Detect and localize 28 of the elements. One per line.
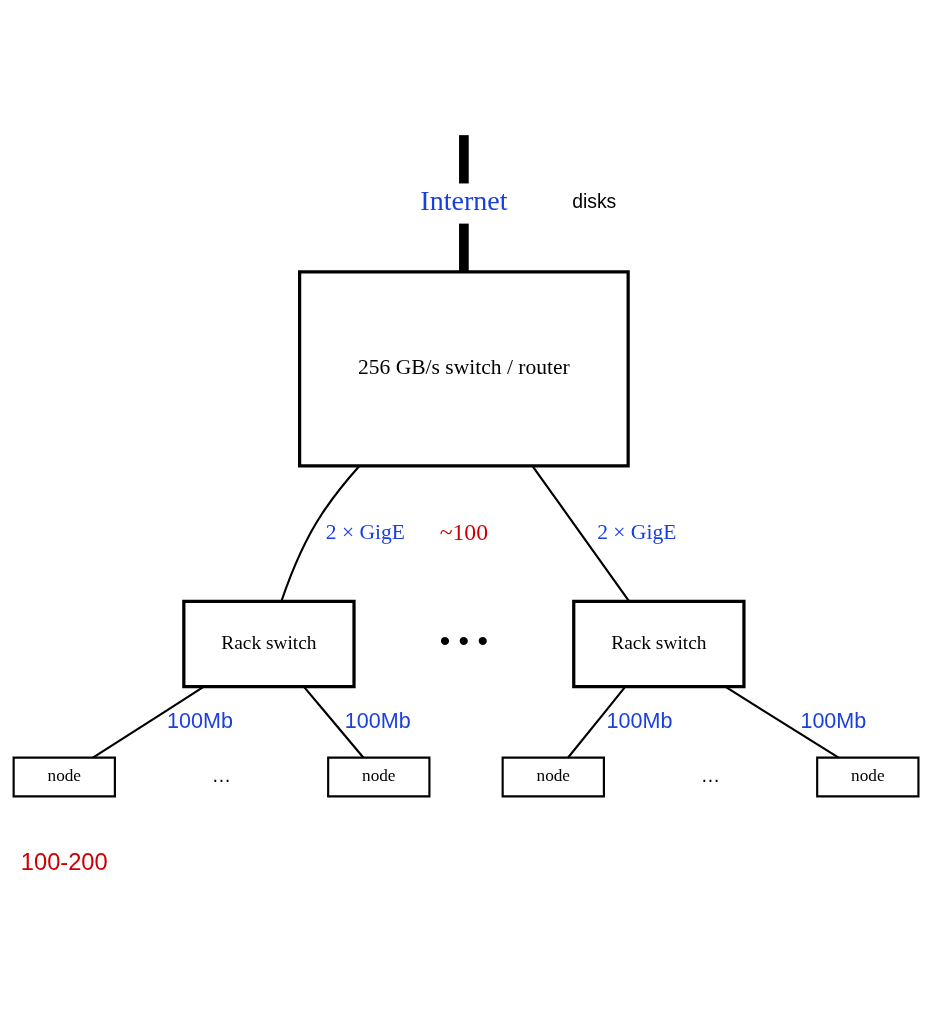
label: • • • (439, 623, 489, 657)
node-box: node (12, 756, 116, 797)
node-text: Internet (420, 184, 508, 216)
node-box: node (816, 756, 920, 797)
label: 100-200 (20, 848, 108, 875)
node-box: 256 GB/s switch / router (298, 269, 630, 467)
connector (459, 223, 469, 272)
connector (280, 464, 361, 602)
label: ~100 (439, 518, 489, 545)
connector (303, 685, 365, 758)
edge-label: 2 × GigE (597, 519, 677, 544)
node-box: Rack switch (182, 599, 356, 688)
connector (92, 685, 205, 759)
node-box: node (501, 756, 605, 797)
edge-label: 100Mb (344, 708, 411, 733)
edge-label: 100Mb (167, 708, 233, 733)
label: … (700, 763, 721, 786)
connector (459, 134, 469, 183)
connector (531, 464, 631, 602)
connector (567, 685, 626, 758)
node-box: node (327, 756, 431, 797)
label: disks (572, 189, 617, 212)
edge-label: 2 × GigE (325, 519, 405, 544)
edge-label: 100Mb (606, 708, 673, 733)
node-box: Rack switch (572, 599, 746, 688)
connector (724, 685, 840, 759)
edge-label: 100Mb (800, 708, 867, 733)
label: … (211, 763, 232, 786)
